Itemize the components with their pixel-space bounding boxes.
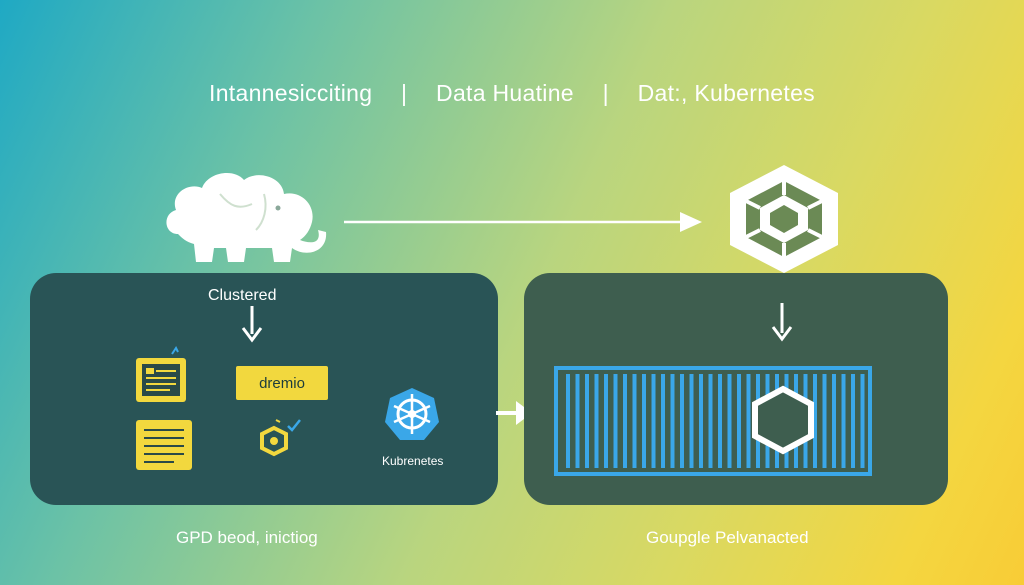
rack-bar	[699, 374, 703, 468]
title-segment-3: Dat:, Kubernetes	[637, 80, 815, 106]
arrow-right-long	[344, 212, 702, 232]
rack-bar	[575, 374, 580, 468]
rack-bar	[727, 374, 732, 468]
rack-bar	[708, 374, 713, 468]
arrow-down-left	[241, 306, 263, 343]
rack-bar	[860, 374, 865, 468]
rack-bar	[851, 374, 855, 468]
elephant-icon	[166, 173, 327, 262]
cluster-label: Clustered	[208, 287, 277, 304]
rack-bar	[680, 374, 684, 468]
rack-bar	[689, 374, 694, 468]
rack-bar	[661, 374, 665, 468]
small-hexagon-icon	[260, 419, 301, 457]
right-caption: Goupgle Pelvanacted	[646, 528, 809, 547]
dremio-badge-label: dremio	[259, 374, 305, 392]
rack-bar	[670, 374, 675, 468]
rack-bar	[604, 374, 608, 468]
document-icon	[136, 346, 186, 402]
rack-bar	[566, 374, 570, 468]
kubernetes-icon	[385, 388, 439, 440]
title-segment-1: Intannesicciting	[209, 80, 373, 106]
rack-bar	[613, 374, 618, 468]
rack-bar	[718, 374, 722, 468]
rack-bar	[651, 374, 656, 468]
left-caption: GPD beod, inictiog	[176, 528, 318, 547]
rack-bar	[822, 374, 827, 468]
title-separator-2: |	[602, 80, 609, 106]
list-document-icon	[136, 420, 192, 470]
title-separator-1: |	[401, 80, 408, 106]
rack-bar	[623, 374, 627, 468]
rack-bar	[832, 374, 836, 468]
rack-bar	[632, 374, 637, 468]
rack-bar	[642, 374, 646, 468]
rack-bar	[737, 374, 741, 468]
rack-bar	[585, 374, 589, 468]
rack-bar	[746, 374, 751, 468]
arrow-down-right	[771, 303, 793, 342]
page-title: Intannesicciting | Data Huatine | Dat:, …	[0, 80, 1024, 107]
rack-bar	[841, 374, 846, 468]
title-segment-2: Data Huatine	[436, 80, 574, 106]
dremio-badge: dremio	[236, 366, 328, 400]
kubernetes-label: Kubrenetes	[382, 454, 444, 468]
rack-bar	[594, 374, 599, 468]
hexagon-icon	[730, 165, 838, 273]
rack-hexagon-icon	[752, 385, 814, 455]
rack-bar	[813, 374, 817, 468]
server-rack-icon	[554, 366, 872, 476]
